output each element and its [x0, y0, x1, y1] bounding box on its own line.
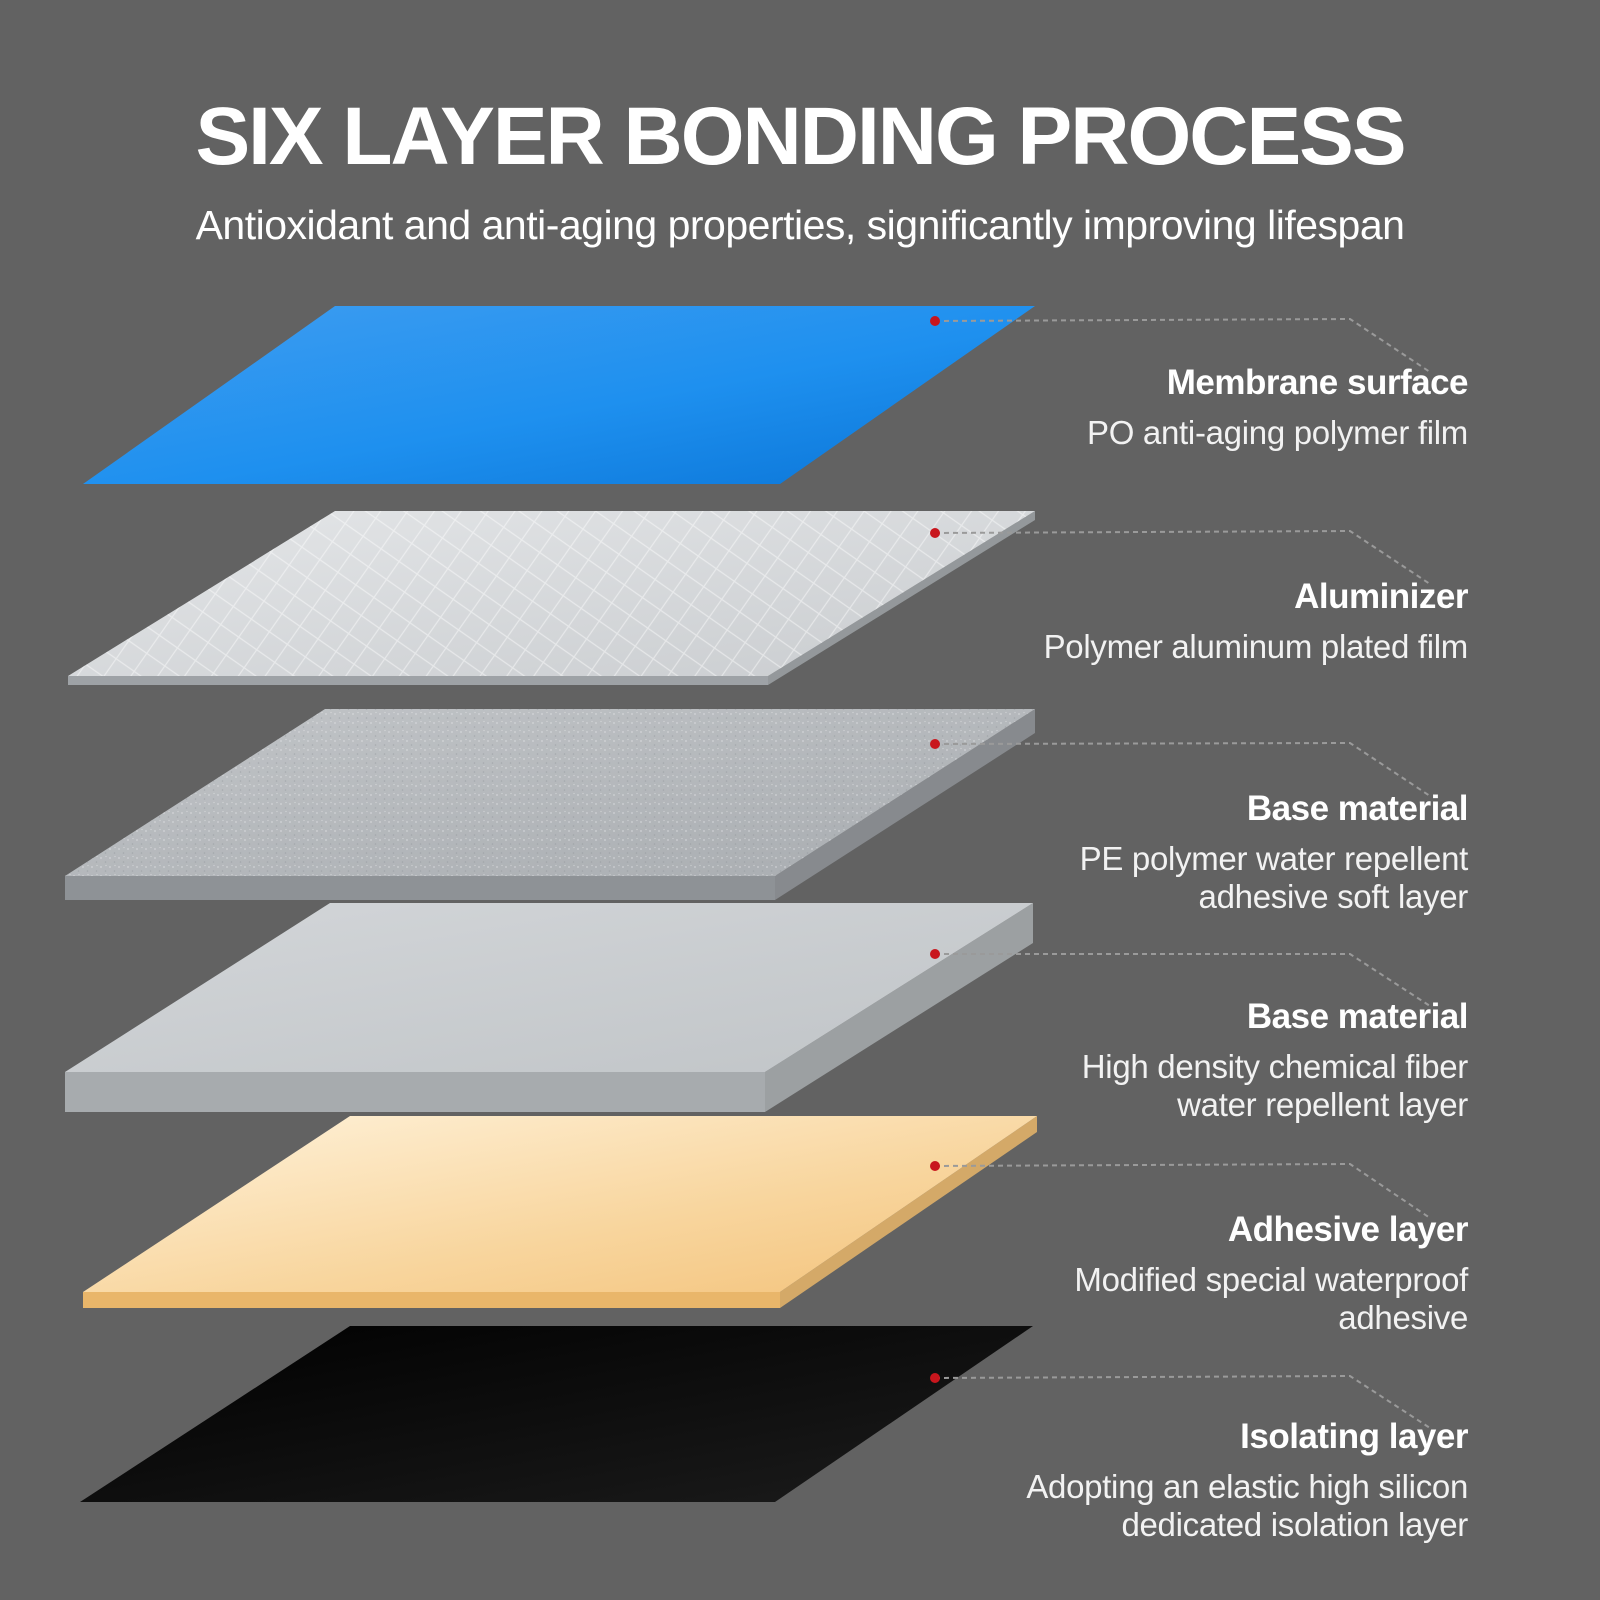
layer-name: Aluminizer	[1294, 577, 1468, 616]
layer-sheet	[65, 903, 1033, 1112]
layer-texture	[68, 511, 1035, 676]
layer-description: Adopting an elastic high silicon dedicat…	[1026, 1468, 1468, 1543]
layer-description: Polymer aluminum plated film	[1043, 628, 1469, 665]
layer-description: PE polymer water repellent adhesive soft…	[1079, 840, 1469, 915]
layer-label-adhesive-layer: Adhesive layer Modified special waterpro…	[908, 1209, 1468, 1337]
layer-sheet	[65, 709, 1035, 900]
layer-side-edge	[765, 903, 1033, 1112]
page-title: SIX LAYER BONDING PROCESS	[195, 91, 1406, 182]
layer-sheet	[68, 511, 1035, 685]
leader-line	[934, 741, 1431, 797]
leader-line	[935, 953, 1431, 1007]
marker-dot	[930, 949, 940, 959]
layer-name: Adhesive layer	[1227, 1210, 1469, 1249]
layer-sheet	[83, 306, 1035, 484]
leader-line	[934, 1162, 1431, 1219]
layer-label-base-material-pe: Base material PE polymer water repellent…	[908, 788, 1469, 916]
layer-top-face	[65, 903, 1033, 1072]
marker-dot	[930, 1373, 940, 1383]
layer-name: Base material	[1246, 789, 1469, 828]
layer-front-edge	[68, 676, 768, 685]
layer-side-edge	[775, 709, 1035, 900]
layer-front-edge	[65, 1072, 765, 1112]
layer-label-base-material-fiber: Base material High density chemical fibe…	[908, 996, 1469, 1124]
marker-dot	[930, 739, 940, 749]
leader-line	[934, 317, 1431, 373]
layer-front-edge	[83, 1292, 780, 1308]
layer-top-face	[83, 1116, 1037, 1292]
layer-label-isolating-layer: Isolating layer Adopting an elastic high…	[908, 1416, 1468, 1544]
layer-sheet	[83, 1116, 1037, 1308]
layer-name: Isolating layer	[1240, 1417, 1468, 1456]
layer-name: Membrane surface	[1166, 363, 1469, 402]
leader-line	[934, 1374, 1431, 1429]
layer-front-edge	[65, 876, 775, 900]
marker-dot	[930, 528, 940, 538]
layer-side-edge	[780, 1116, 1037, 1308]
layer-description: High density chemical fiber water repell…	[1081, 1048, 1469, 1123]
layer-side-edge	[768, 511, 1035, 685]
marker-dot	[930, 1161, 940, 1171]
layer-name: Base material	[1246, 997, 1469, 1036]
layer-top-face	[83, 306, 1035, 484]
marker-dot	[930, 316, 940, 326]
layer-texture	[65, 709, 1035, 876]
layer-description: Modified special waterproof adhesive	[1074, 1261, 1468, 1336]
layer-label-membrane-surface: Membrane surface PO anti-aging polymer f…	[908, 362, 1469, 452]
layer-sheet	[80, 1326, 1033, 1502]
layer-description: PO anti-aging polymer film	[1086, 414, 1468, 451]
layer-top-face	[80, 1326, 1033, 1502]
leader-line	[934, 529, 1431, 585]
layer-label-aluminizer: Aluminizer Polymer aluminum plated film	[908, 576, 1469, 666]
page-subtitle: Antioxidant and anti-aging properties, s…	[195, 202, 1405, 248]
